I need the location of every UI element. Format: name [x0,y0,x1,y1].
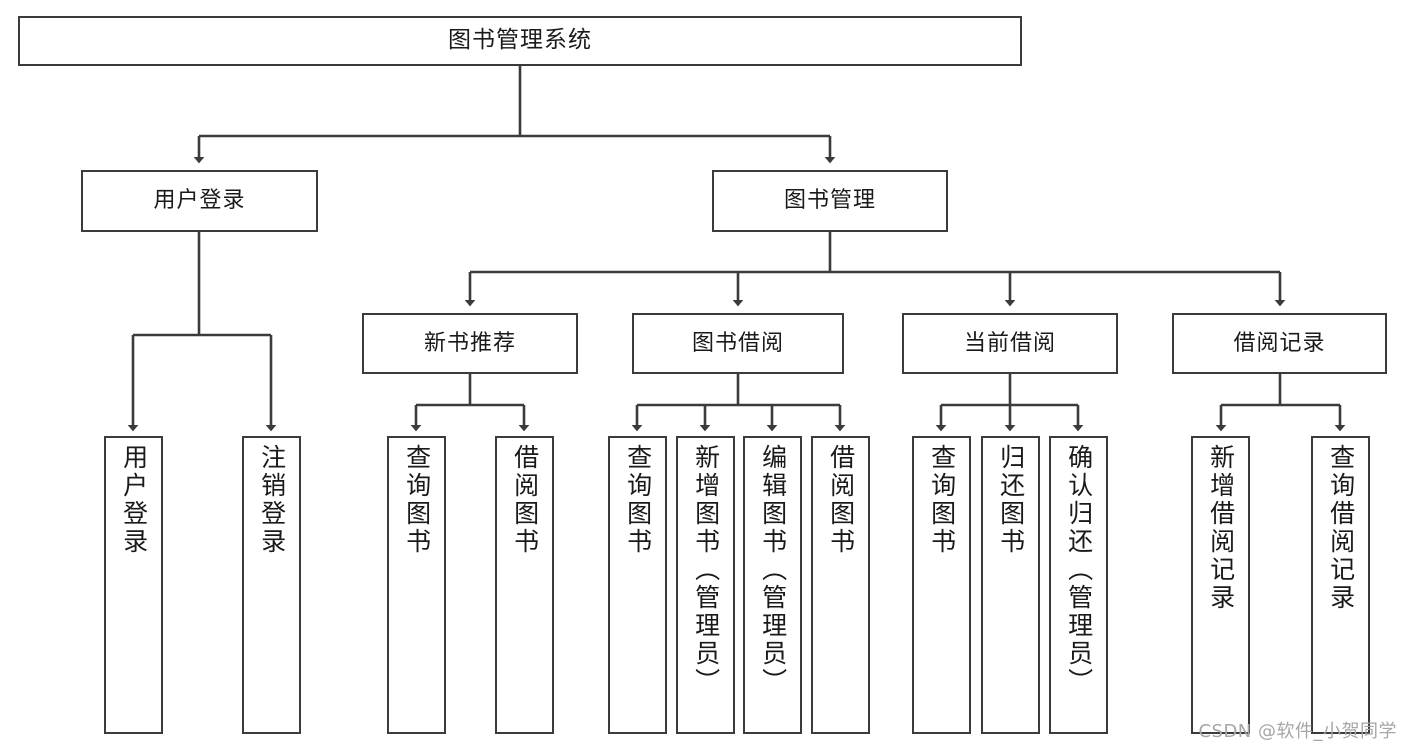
node-label: 用户登录 [153,188,246,214]
node-label: 新书推荐 [423,330,516,356]
leaf-confirm-return-admin[interactable]: 确认归还（管理员） [1049,436,1108,734]
node-label: 借阅图书 [826,444,856,556]
leaf-add-borrow-record[interactable]: 新增借阅记录 [1191,436,1250,734]
node-root-book-management-system[interactable]: 图书管理系统 [18,16,1022,66]
leaf-borrow-book[interactable]: 借阅图书 [811,436,870,734]
leaf-query-book-current[interactable]: 查询图书 [912,436,971,734]
node-label: 图书借阅 [691,330,784,356]
node-label: 用户登录 [119,444,149,556]
node-label: 当前借阅 [963,330,1056,356]
node-label: 归还图书 [996,444,1026,556]
csdn-watermark: CSDN @软件_小贺同学 [1198,721,1397,742]
leaf-borrow-book-new-recommend[interactable]: 借阅图书 [495,436,554,734]
node-label: 查询图书 [402,444,432,556]
node-borrow-record[interactable]: 借阅记录 [1172,313,1387,374]
node-label: 新增图书（管理员） [691,444,721,696]
node-label: 借阅记录 [1233,330,1326,356]
node-book-borrow[interactable]: 图书借阅 [632,313,844,374]
node-current-borrow[interactable]: 当前借阅 [902,313,1118,374]
node-label: 注销登录 [257,444,287,556]
leaf-query-book-new-recommend[interactable]: 查询图书 [387,436,446,734]
leaf-edit-book-admin[interactable]: 编辑图书（管理员） [743,436,802,734]
leaf-query-borrow-record[interactable]: 查询借阅记录 [1311,436,1370,734]
node-label: 查询借阅记录 [1326,444,1356,612]
leaf-query-book-borrow[interactable]: 查询图书 [608,436,667,734]
node-label: 查询图书 [927,444,957,556]
node-label: 编辑图书（管理员） [758,444,788,696]
leaf-return-book[interactable]: 归还图书 [981,436,1040,734]
node-label: 确认归还（管理员） [1064,444,1094,696]
node-label: 借阅图书 [510,444,540,556]
node-label: 图书管理 [783,188,876,214]
node-label: 查询图书 [623,444,653,556]
leaf-logout-login[interactable]: 注销登录 [242,436,301,734]
leaf-user-login[interactable]: 用户登录 [104,436,163,734]
node-label: 图书管理系统 [448,27,592,54]
node-user-login[interactable]: 用户登录 [81,170,318,232]
leaf-add-book-admin[interactable]: 新增图书（管理员） [676,436,735,734]
node-label: 新增借阅记录 [1206,444,1236,612]
node-new-book-recommend[interactable]: 新书推荐 [362,313,578,374]
node-book-management[interactable]: 图书管理 [712,170,948,232]
